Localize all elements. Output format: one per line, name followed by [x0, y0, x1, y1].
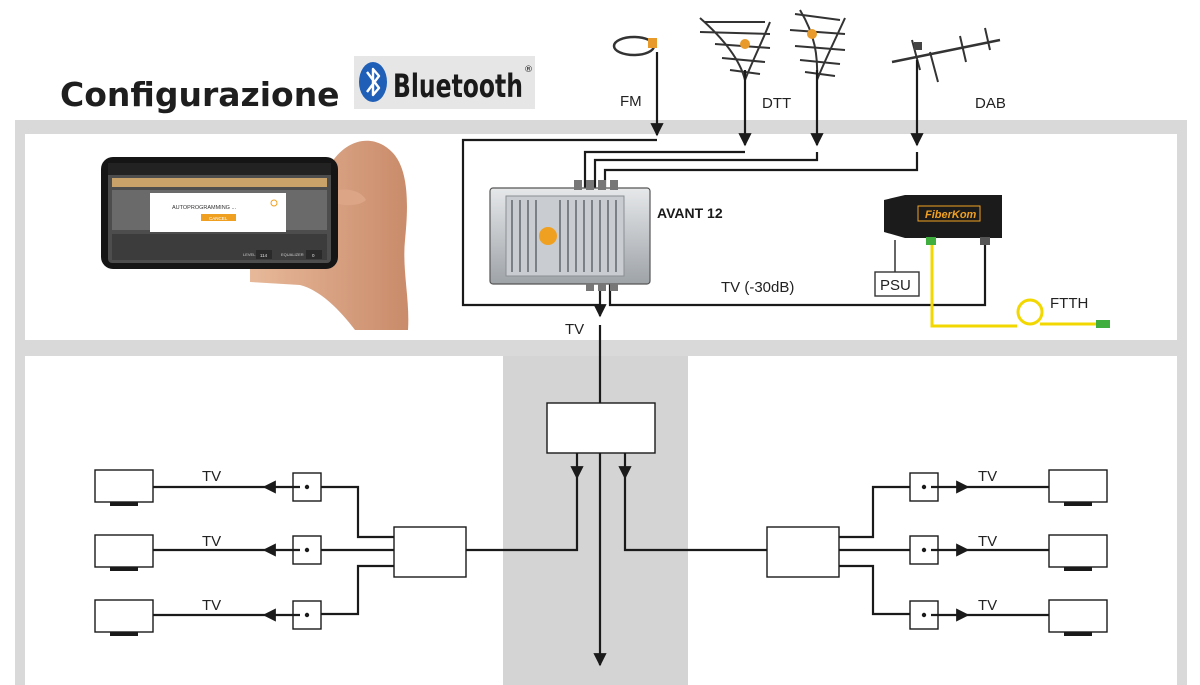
fiberkom-brand: FiberKom [925, 209, 977, 221]
title-text: Configurazione [60, 75, 340, 114]
smartphone-in-hand: AUTOPROGRAMMING ... CANCEL LEVEL 114 EQU… [101, 140, 409, 330]
riser-distribution [466, 402, 767, 667]
left-tv-2 [94, 534, 154, 568]
phone-footer-value-2: 0 [312, 253, 315, 258]
left-tv-label-3: TV [202, 597, 221, 614]
left-tv-3 [94, 599, 154, 633]
right-apartment: TV TV TV [766, 468, 1108, 636]
dab-label: DAB [975, 95, 1006, 112]
fiberkom-receiver: FiberKom PSU [874, 195, 1002, 297]
dialog-cancel-label: CANCEL [209, 216, 228, 221]
left-splitter [393, 526, 467, 578]
dtt-antenna-1 [699, 17, 771, 147]
left-tv-label-2: TV [202, 533, 221, 550]
riser-splitter [546, 402, 656, 454]
right-tv-1 [1048, 469, 1108, 503]
phone-footer-value-1: 114 [260, 253, 268, 258]
tv-attenuated-label: TV (-30dB) [721, 279, 794, 296]
registered-mark: ® [524, 65, 533, 75]
left-apartment: TV TV TV [94, 468, 467, 636]
amplifier-name: AVANT 12 [657, 205, 723, 221]
right-tv-3 [1048, 599, 1108, 633]
avant12-amplifier: AVANT 12 [489, 180, 723, 291]
right-tv-label-2: TV [978, 533, 997, 550]
page-title: Configurazione [60, 75, 340, 114]
dtt-label: DTT [762, 95, 791, 112]
autoprogramming-dialog [150, 193, 286, 232]
psu-box [874, 271, 920, 297]
phone-footer-label-1: LEVEL [243, 252, 256, 257]
bluetooth-wordmark: Bluetooth [393, 67, 523, 105]
left-tv-1 [94, 469, 154, 503]
right-tv-label-3: TV [978, 597, 997, 614]
fm-label: FM [620, 93, 642, 110]
left-tv-label-1: TV [202, 468, 221, 485]
riser-tv-label: TV [565, 321, 584, 338]
dialog-text: AUTOPROGRAMMING ... [172, 205, 237, 211]
right-splitter [766, 526, 840, 578]
ftth-label: FTTH [1050, 295, 1088, 312]
phone-footer-label-2: EQUALIZER [281, 252, 304, 257]
fm-antenna: FM [612, 35, 664, 137]
dab-antenna: DAB [891, 27, 1006, 147]
bluetooth-icon [359, 62, 387, 102]
bluetooth-logo: Bluetooth ® [354, 56, 535, 109]
right-tv-label-1: TV [978, 468, 997, 485]
right-tv-2 [1048, 534, 1108, 568]
psu-label: PSU [880, 277, 911, 294]
headend-wiring: FTTH TV (-30dB) TV [461, 138, 1110, 405]
dialog-cancel-button[interactable] [201, 214, 236, 221]
dtt-antenna-2: DTT [762, 9, 846, 147]
ftth-connector [1096, 320, 1110, 328]
